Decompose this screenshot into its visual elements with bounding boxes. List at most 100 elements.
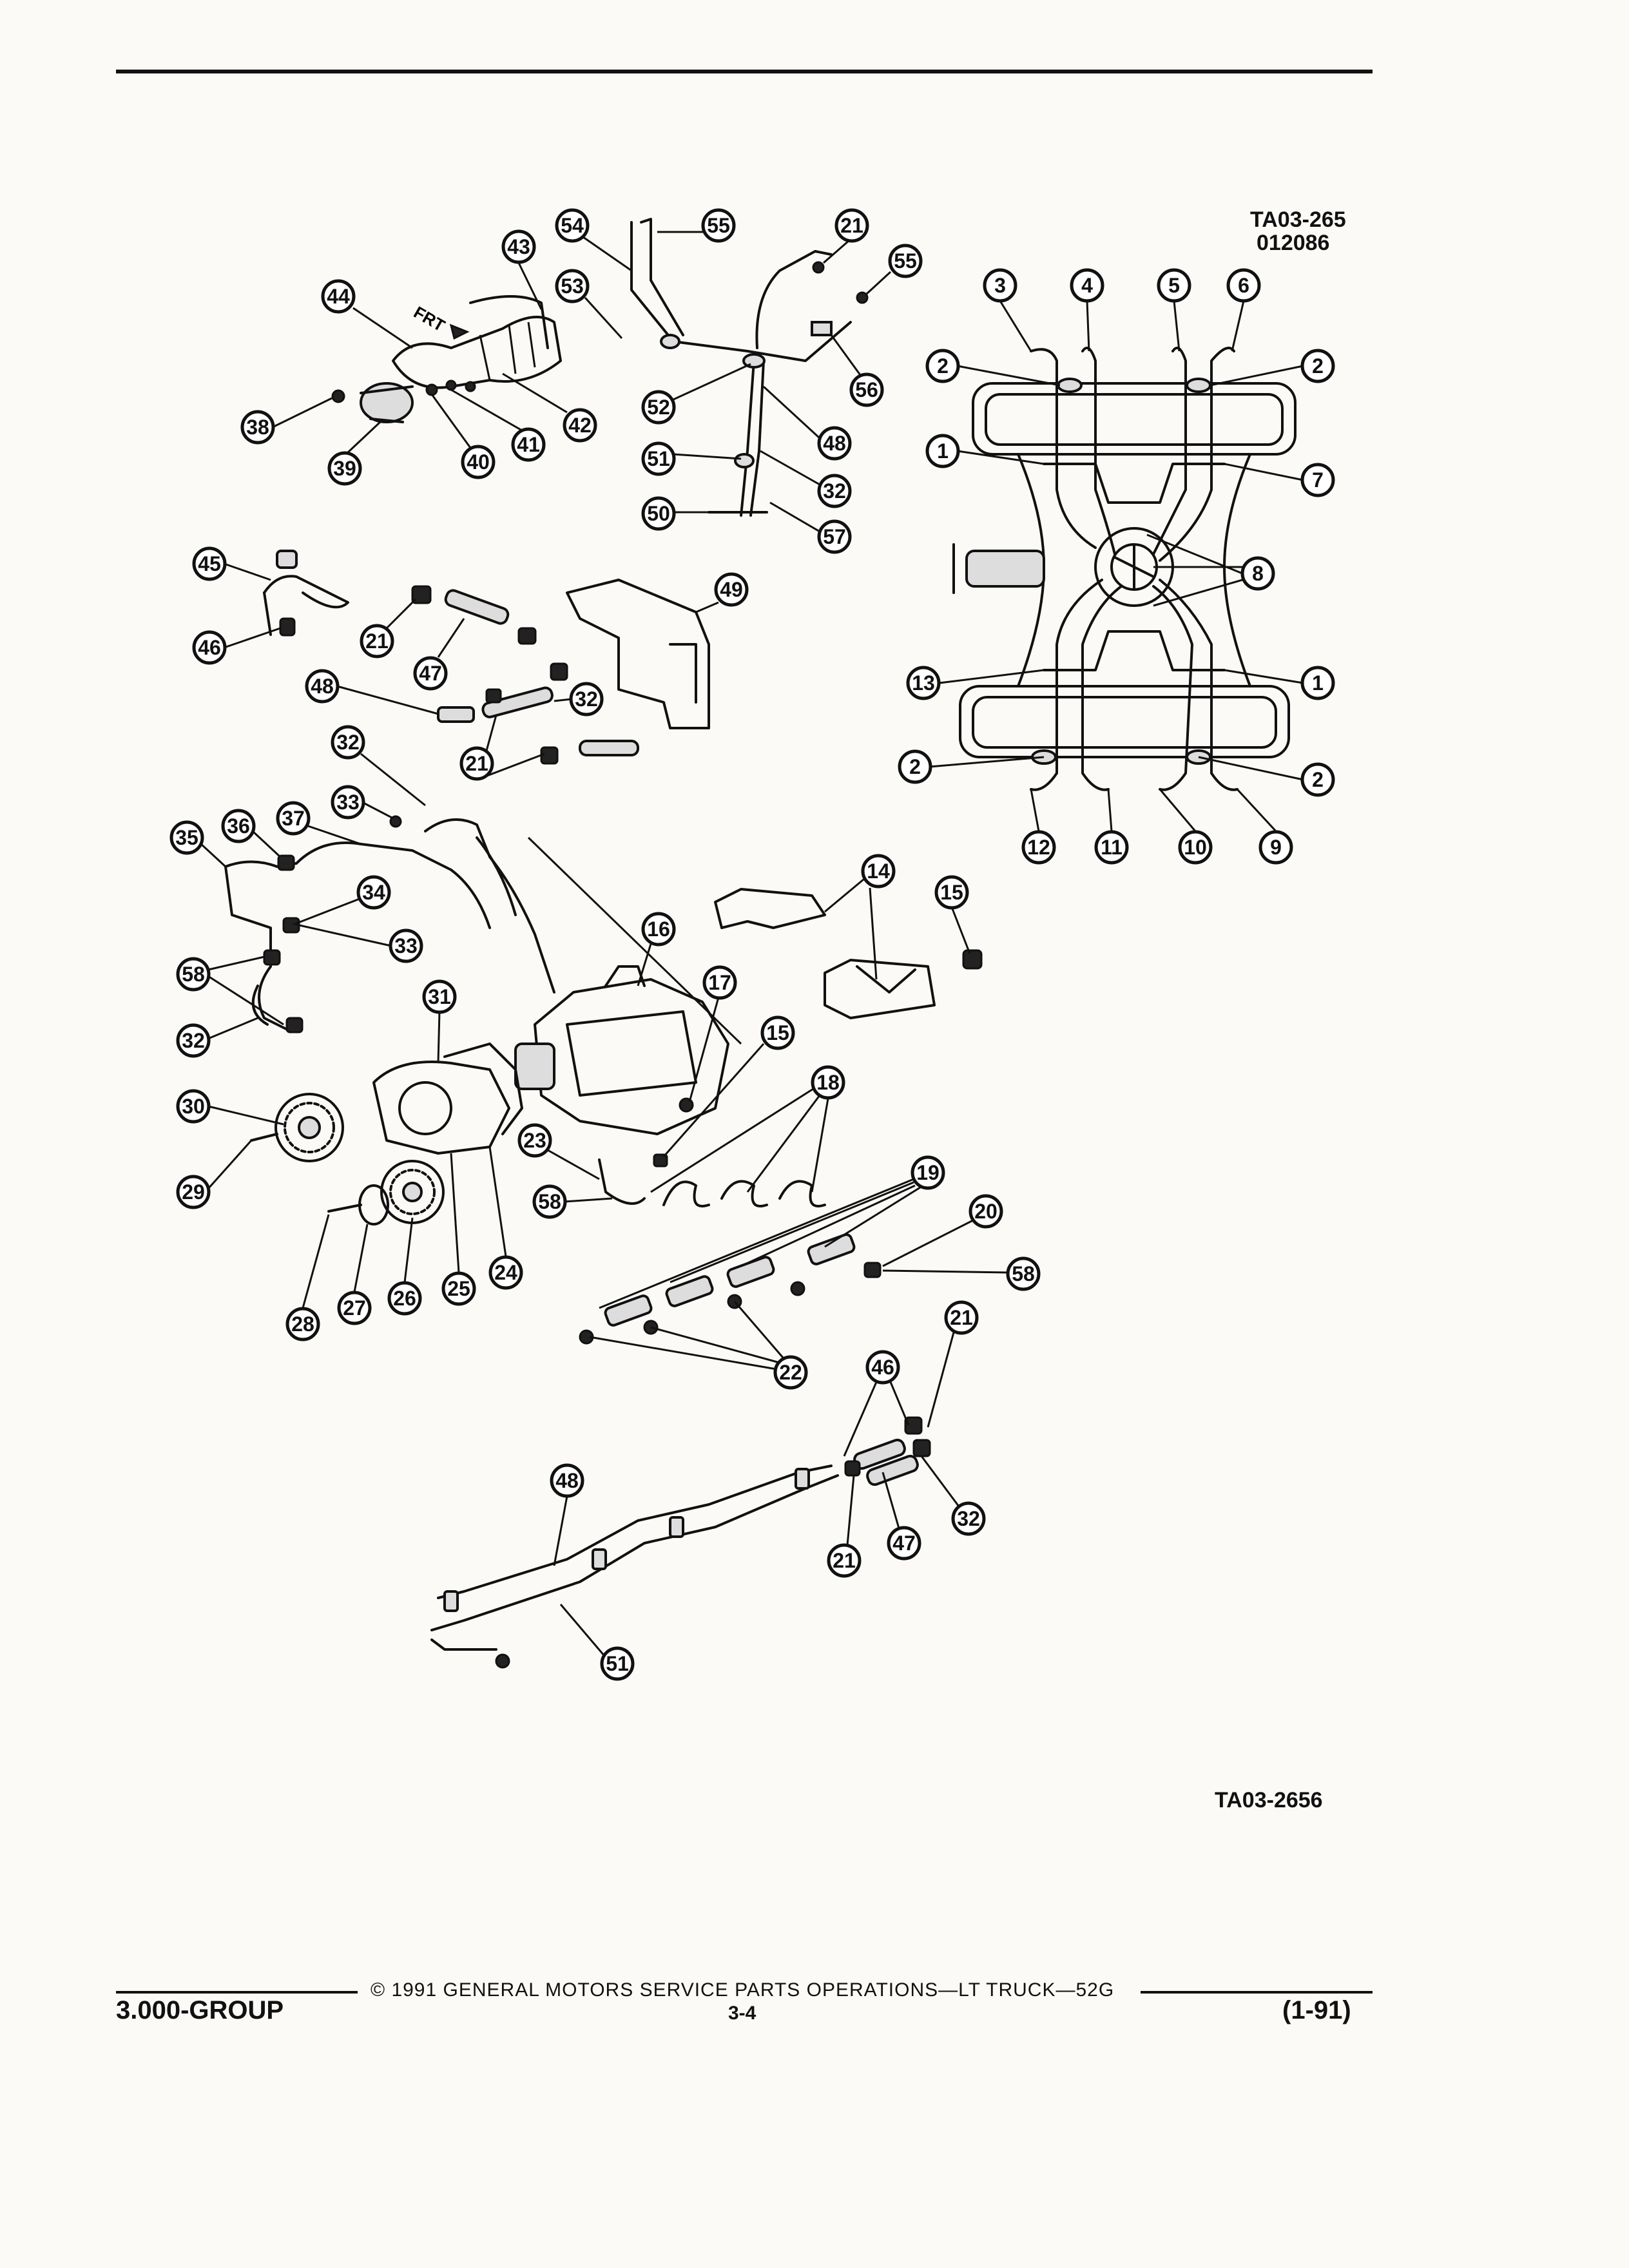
callout-circle: [641, 390, 676, 425]
callout-label: 44: [327, 285, 350, 308]
callout-label: 21: [365, 629, 389, 653]
callout-label: 30: [182, 1095, 205, 1118]
callout-label: 31: [428, 985, 451, 1008]
callout-label: 28: [291, 1312, 314, 1336]
callout-circle: [1258, 830, 1293, 865]
callout-47: 47: [887, 1526, 921, 1561]
callout-6: 6: [1226, 268, 1261, 303]
callout-label: 40: [467, 450, 490, 474]
callout-15: 15: [934, 875, 969, 910]
callout-circle: [1300, 666, 1335, 700]
callout-circle: [1300, 762, 1335, 797]
callout-label: 11: [1101, 836, 1123, 859]
callout-circle: [714, 572, 749, 607]
callout-33: 33: [331, 785, 365, 820]
callout-circle: [1300, 463, 1335, 497]
figure-id-top: TA03-265: [1250, 207, 1346, 232]
callout-circle: [983, 268, 1017, 303]
callout-1: 1: [925, 434, 960, 468]
callout-circle: [701, 208, 736, 243]
callout-18: 18: [811, 1065, 845, 1100]
callout-label: 8: [1252, 562, 1264, 585]
callout-circle: [861, 854, 896, 889]
callout-31: 31: [422, 979, 457, 1014]
callout-58: 58: [1006, 1256, 1041, 1291]
callout-circle: [1226, 268, 1261, 303]
callout-label: 47: [419, 662, 442, 685]
callout-circle: [817, 519, 852, 554]
callout-label: 54: [561, 214, 584, 237]
callout-30: 30: [176, 1089, 211, 1124]
callout-21: 21: [834, 208, 869, 243]
callout-circle: [192, 630, 227, 665]
fuel-return-hoses-bracket: [263, 550, 710, 765]
callout-circle: [387, 1281, 422, 1316]
callout-circle: [887, 1526, 921, 1561]
callout-circle: [827, 1543, 862, 1578]
callout-23: 23: [517, 1123, 552, 1158]
callout-label: 16: [647, 918, 670, 941]
callout-circle: [906, 666, 941, 700]
callout-32: 32: [817, 474, 852, 508]
callout-7: 7: [1300, 463, 1335, 497]
callout-label: 48: [311, 675, 334, 698]
callout-label: 58: [182, 963, 205, 986]
callout-22: 22: [773, 1355, 808, 1390]
callout-circle: [944, 1300, 979, 1335]
callout-circle: [441, 1271, 476, 1306]
callout-circle: [1094, 830, 1129, 865]
callout-label: 53: [561, 274, 584, 298]
callout-33: 33: [389, 928, 423, 963]
callout-32: 32: [176, 1023, 211, 1058]
callout-51: 51: [600, 1646, 635, 1681]
callout-circle: [501, 229, 536, 264]
footer-page-number: 3-4: [728, 2003, 757, 2024]
callout-label: 2: [909, 755, 921, 778]
callout-label: 51: [606, 1652, 629, 1675]
callout-circle: [760, 1015, 795, 1050]
callout-11: 11: [1094, 830, 1129, 865]
callout-circle: [240, 410, 275, 445]
callout-circle: [641, 496, 676, 531]
callout-circle: [550, 1463, 584, 1498]
callout-circle: [176, 1175, 211, 1209]
callout-label: 48: [823, 432, 846, 455]
callout-label: 15: [940, 881, 963, 904]
callout-32: 32: [331, 725, 365, 760]
callout-circle: [898, 749, 932, 784]
callout-label: 21: [950, 1306, 973, 1329]
leader-lines: [200, 231, 1304, 1657]
front-marker: FRT: [410, 302, 448, 335]
callout-label: 15: [766, 1021, 789, 1044]
callout-2: 2: [898, 749, 932, 784]
callout-52: 52: [641, 390, 676, 425]
callout-circle: [221, 809, 256, 843]
callout-circle: [1178, 830, 1213, 865]
callout-label: 58: [1012, 1262, 1035, 1285]
callout-56: 56: [849, 372, 884, 407]
callout-44: 44: [321, 279, 356, 314]
callout-48: 48: [817, 426, 852, 461]
callout-label: 58: [538, 1190, 561, 1213]
callout-label: 55: [894, 249, 917, 273]
callout-label: 32: [336, 731, 360, 754]
callout-2: 2: [1300, 349, 1335, 383]
callout-47: 47: [413, 656, 448, 691]
callout-3: 3: [983, 268, 1017, 303]
callout-12: 12: [1021, 830, 1056, 865]
callout-21: 21: [459, 746, 494, 781]
upper-fuel-lines: [630, 218, 869, 517]
callout-circle: [422, 979, 457, 1014]
callout-54: 54: [555, 208, 590, 243]
callout-circle: [555, 208, 590, 243]
callout-label: 50: [647, 502, 670, 525]
callout-label: 3: [994, 274, 1006, 297]
callout-label: 38: [246, 416, 269, 439]
callout-label: 49: [720, 578, 743, 601]
callout-25: 25: [441, 1271, 476, 1306]
callout-label: 37: [282, 807, 305, 830]
callout-label: 7: [1312, 468, 1324, 492]
callout-label: 5: [1168, 274, 1180, 297]
callout-label: 39: [333, 457, 356, 480]
injection-nozzles: [579, 1233, 882, 1345]
